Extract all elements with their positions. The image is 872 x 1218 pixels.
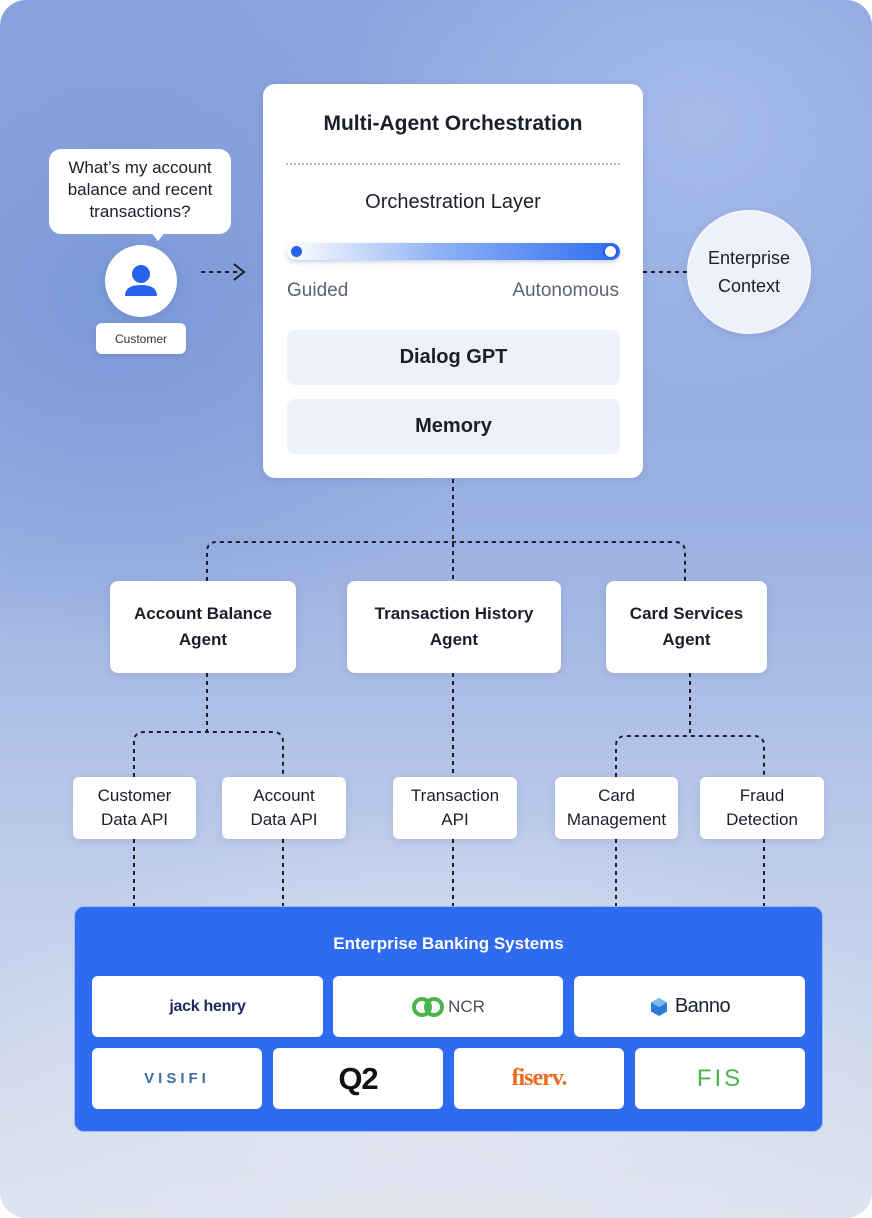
ncr-logo: NCR (333, 976, 563, 1037)
logo-text: jack henry (169, 997, 246, 1015)
orchestration-title: Multi-Agent Orchestration (323, 112, 583, 135)
logo-text: NCR (448, 996, 485, 1016)
orchestration-layer-title: Orchestration Layer (365, 191, 541, 213)
orchestration-panel: Multi-Agent Orchestration Orchestration … (263, 84, 643, 478)
divider (286, 163, 620, 165)
customer-data-api: Customer Data API (73, 777, 196, 839)
ncr-mark-icon (412, 996, 445, 1017)
logo-text: fiserv. (511, 1065, 568, 1091)
api-label: Account Data API (250, 786, 318, 829)
jack-henry-logo: jack henry (92, 976, 323, 1037)
customer-avatar (105, 245, 177, 317)
logo-text: VISIFI (144, 1070, 210, 1087)
account-data-api: Account Data API (222, 777, 346, 839)
api-label: Transaction API (410, 786, 500, 829)
customer-speech-bubble: What’s my account balance and recent tra… (49, 149, 231, 234)
fraud-detection-api: Fraud Detection (700, 777, 824, 839)
slider-start-dot (291, 246, 302, 257)
fis-logo: FIS (635, 1048, 805, 1109)
card-management-api: Card Management (555, 777, 678, 839)
arrow-head-icon (233, 263, 246, 281)
user-icon (125, 265, 157, 296)
api-label: Fraud Detection (726, 786, 798, 829)
slider-min-label: Guided (287, 280, 349, 301)
banno-mark-icon (650, 997, 667, 1016)
enterprise-banking-systems: Enterprise Banking Systems jack henry NC… (74, 906, 823, 1132)
q2-logo: Q2 (273, 1048, 443, 1109)
slider-max-label: Autonomous (512, 280, 619, 301)
agent-3-bracket (615, 735, 765, 777)
logo-text: Banno (674, 995, 731, 1017)
enterprise-context-label: Enterprise Context (707, 248, 791, 296)
card-services-agent: Card Services Agent (606, 581, 767, 673)
memory-module: Memory (287, 399, 620, 454)
agent-1-bracket (133, 731, 284, 777)
slider-handle[interactable] (603, 244, 618, 259)
logo-text: FIS (696, 1064, 744, 1092)
agents-bracket (206, 541, 686, 581)
banno-logo: Banno (574, 976, 805, 1037)
autonomy-slider[interactable] (287, 243, 620, 260)
fiserv-logo: fiserv. (454, 1048, 624, 1109)
customer-question: What’s my account balance and recent tra… (67, 158, 213, 221)
api-label: Customer Data API (97, 786, 172, 829)
agent-label: Card Services Agent (629, 604, 744, 649)
logo-text: Q2 (338, 1060, 378, 1096)
customer-label: Customer (96, 323, 186, 354)
banking-title: Enterprise Banking Systems (333, 934, 564, 953)
enterprise-context-node: Enterprise Context (687, 210, 811, 334)
agent-label: Transaction History Agent (374, 604, 534, 649)
api-label: Card Management (566, 786, 667, 829)
agent-label: Account Balance Agent (134, 604, 272, 649)
transaction-history-agent: Transaction History Agent (347, 581, 561, 673)
account-balance-agent: Account Balance Agent (110, 581, 296, 673)
visifi-logo: VISIFI (92, 1048, 262, 1109)
dialog-gpt-module: Dialog GPT (287, 330, 620, 385)
transaction-api: Transaction API (393, 777, 517, 839)
speech-bubble-tail (150, 231, 166, 241)
